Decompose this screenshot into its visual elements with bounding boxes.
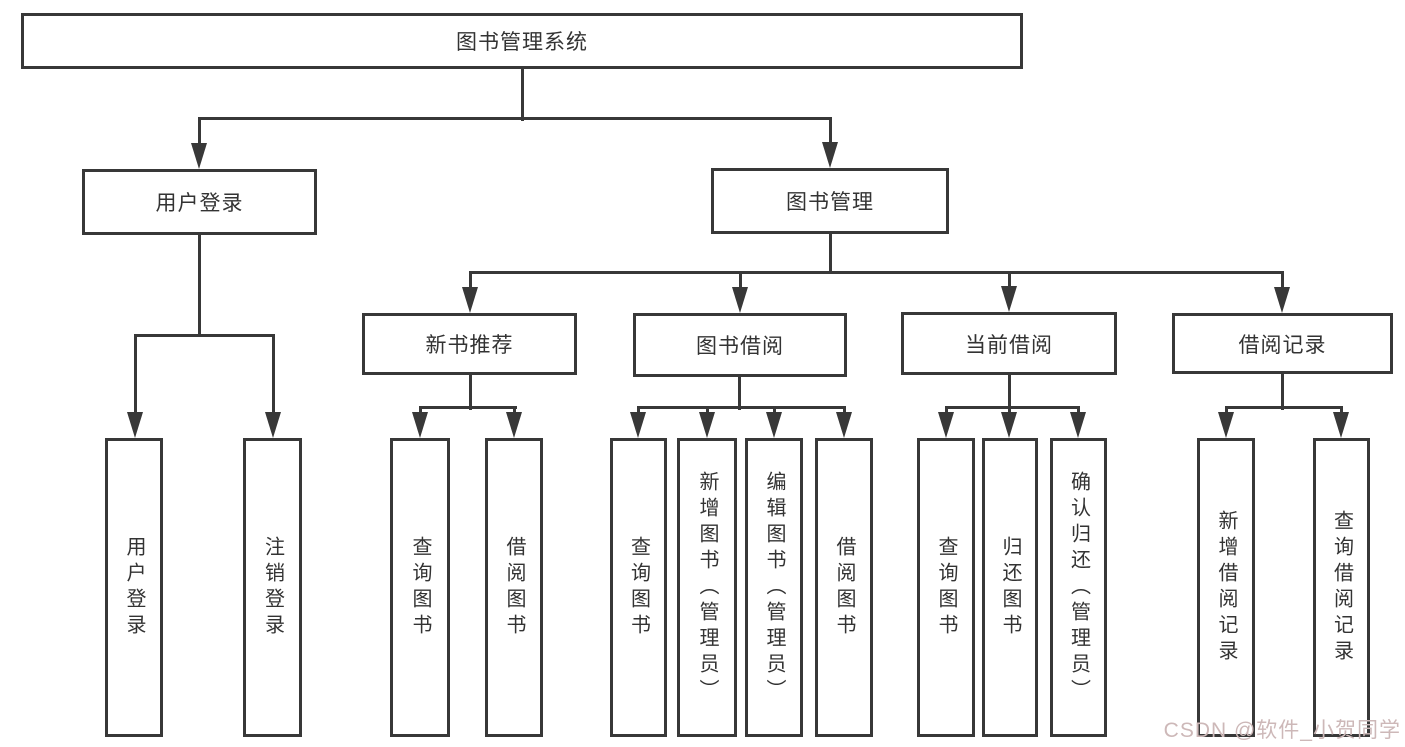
connector-line (1008, 271, 1011, 291)
connector-line (1008, 375, 1011, 410)
node-root: 图书管理系统 (21, 13, 1023, 69)
leaf-nb-query-books: 查询图书 (390, 438, 450, 737)
connector-line (198, 235, 201, 337)
leaf-br-query-record: 查询借阅记录 (1313, 438, 1370, 737)
leaf-cb-confirm-return-admin-label: 确认归还（管理员） (1067, 470, 1090, 705)
arrowhead-down-icon (630, 412, 646, 438)
connector-line (739, 271, 742, 291)
node-book-borrow-label: 图书借阅 (696, 335, 784, 358)
connector-line (469, 271, 1284, 274)
node-book-management: 图书管理 (711, 168, 949, 234)
connector-line (1281, 271, 1284, 291)
connector-line (134, 334, 137, 416)
arrowhead-down-icon (1001, 286, 1017, 312)
leaf-bb-edit-book-admin: 编辑图书（管理员） (745, 438, 803, 737)
leaf-bb-add-book-admin-label: 新增图书（管理员） (696, 470, 718, 705)
leaf-cb-return-book: 归还图书 (982, 438, 1038, 737)
leaf-nb-borrow-books: 借阅图书 (485, 438, 543, 737)
connector-line (521, 69, 524, 121)
connector-line (469, 271, 472, 291)
connector-line (945, 406, 1079, 409)
leaf-logout: 注销登录 (243, 438, 302, 737)
csdn-watermark: CSDN @软件_小贺同学 (1163, 719, 1401, 742)
arrowhead-down-icon (412, 412, 428, 438)
leaf-cb-return-book-label: 归还图书 (999, 535, 1021, 640)
arrowhead-down-icon (1001, 412, 1017, 438)
node-book-management-label: 图书管理 (786, 191, 874, 214)
arrowhead-down-icon (127, 412, 143, 438)
leaf-nb-borrow-books-label: 借阅图书 (503, 535, 525, 640)
arrowhead-down-icon (822, 142, 838, 168)
connector-line (419, 406, 517, 409)
arrowhead-down-icon (1333, 412, 1349, 438)
arrowhead-down-icon (938, 412, 954, 438)
leaf-br-add-record: 新增借阅记录 (1197, 438, 1255, 737)
node-new-book-recommend-label: 新书推荐 (425, 334, 514, 357)
connector-line (469, 375, 472, 410)
arrowhead-down-icon (766, 412, 782, 438)
connector-line (1225, 406, 1343, 409)
node-new-book-recommend: 新书推荐 (362, 313, 577, 375)
leaf-nb-query-books-label: 查询图书 (409, 535, 431, 640)
leaf-bb-edit-book-admin-label: 编辑图书（管理员） (763, 470, 785, 705)
node-borrow-records: 借阅记录 (1172, 313, 1393, 374)
arrowhead-down-icon (836, 412, 852, 438)
arrowhead-down-icon (462, 287, 478, 313)
node-borrow-records-label: 借阅记录 (1238, 333, 1327, 357)
node-book-borrow: 图书借阅 (633, 313, 847, 377)
leaf-bb-borrow-books-label: 借阅图书 (833, 535, 855, 640)
arrowhead-down-icon (1274, 287, 1290, 313)
node-current-borrow: 当前借阅 (901, 312, 1117, 375)
connector-line (272, 334, 275, 416)
connector-line (829, 234, 832, 274)
arrowhead-down-icon (265, 412, 281, 438)
leaf-br-add-record-label: 新增借阅记录 (1215, 509, 1237, 666)
leaf-logout-label: 注销登录 (261, 535, 284, 640)
leaf-user-login-label: 用户登录 (123, 535, 145, 640)
leaf-bb-borrow-books: 借阅图书 (815, 438, 873, 737)
arrowhead-down-icon (1070, 412, 1086, 438)
connector-line (1281, 374, 1284, 410)
arrowhead-down-icon (732, 287, 748, 313)
leaf-bb-add-book-admin: 新增图书（管理员） (677, 438, 737, 737)
leaf-cb-confirm-return-admin: 确认归还（管理员） (1050, 438, 1107, 737)
connector-line (738, 377, 741, 410)
arrowhead-down-icon (1218, 412, 1234, 438)
leaf-user-login: 用户登录 (105, 438, 163, 737)
connector-line (198, 117, 201, 149)
node-user-login: 用户登录 (82, 169, 317, 235)
connector-line (198, 117, 832, 120)
node-root-label: 图书管理系统 (456, 31, 588, 54)
leaf-br-query-record-label: 查询借阅记录 (1330, 509, 1353, 666)
leaf-cb-query-books: 查询图书 (917, 438, 975, 737)
node-current-borrow-label: 当前借阅 (965, 333, 1053, 357)
leaf-bb-query-books-label: 查询图书 (627, 535, 650, 640)
connector-line (134, 334, 275, 337)
connector-line (637, 406, 846, 409)
arrowhead-down-icon (699, 412, 715, 438)
connector-line (829, 117, 832, 149)
arrowhead-down-icon (506, 412, 522, 438)
arrowhead-down-icon (191, 143, 207, 169)
node-user-login-label: 用户登录 (155, 192, 244, 215)
leaf-bb-query-books: 查询图书 (610, 438, 667, 737)
leaf-cb-query-books-label: 查询图书 (935, 535, 957, 640)
